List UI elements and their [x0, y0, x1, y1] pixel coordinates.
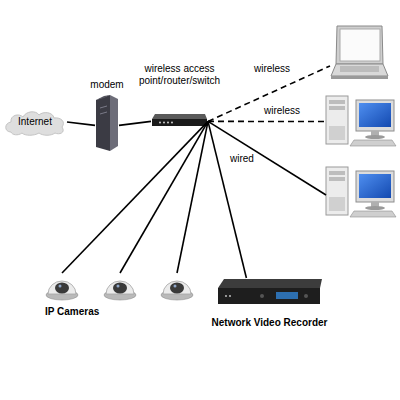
nvr-illustration-part	[218, 288, 320, 304]
camera-illustration	[161, 281, 193, 300]
node-label: Network Video Recorder	[195, 317, 345, 329]
laptop-illustration-part	[340, 66, 379, 72]
network-cable	[67, 122, 95, 125]
network-cable	[208, 121, 246, 278]
nvr-illustration-part	[229, 295, 231, 297]
ip-camera	[104, 273, 136, 300]
wireless-link	[208, 121, 326, 123]
internet-cloud: Internet	[3, 108, 67, 136]
link-label: wireless	[254, 63, 290, 75]
camera-illustration	[104, 281, 136, 300]
desktop-illustration	[326, 167, 396, 217]
nvr-illustration-part	[225, 295, 227, 297]
modem-illustration-part	[96, 95, 110, 100]
node-label: Internet	[3, 116, 67, 128]
desktop-illustration	[326, 96, 396, 146]
laptop-illustration	[331, 26, 388, 79]
laptop-illustration-part	[331, 64, 388, 76]
router-device: wireless access point/router/switch	[151, 113, 208, 127]
network-cable	[120, 121, 208, 273]
router-illustration-part	[167, 122, 169, 124]
nvr-illustration-part	[260, 294, 264, 298]
desktop-computer	[326, 96, 396, 147]
nvr-illustration	[218, 279, 322, 304]
wireless-link	[208, 66, 330, 121]
network-cable	[62, 121, 208, 273]
desktop-computer	[326, 167, 396, 218]
network-cable	[177, 121, 208, 273]
laptop-illustration-part	[340, 29, 380, 61]
laptop-illustration-part	[336, 26, 383, 64]
router-illustration-part	[152, 119, 207, 126]
network-cable	[119, 121, 151, 125]
node-label: modem	[77, 79, 137, 91]
nvr-illustration-part	[276, 292, 298, 299]
nvr-illustration-part	[218, 279, 322, 288]
node-label: wireless access point/router/switch	[130, 63, 230, 87]
link-label: wireless	[264, 105, 300, 117]
router-illustration-part	[171, 122, 173, 124]
modem-illustration-part	[96, 95, 110, 151]
ip-camera	[46, 273, 78, 300]
link-label: wired	[230, 153, 254, 165]
ip-camera	[161, 273, 193, 300]
router-illustration-part	[152, 114, 207, 119]
modem-illustration-part	[100, 112, 107, 114]
modem-illustration-part	[110, 95, 118, 151]
router-illustration-part	[163, 122, 165, 124]
modem-illustration-part	[100, 106, 107, 108]
laptop-computer	[330, 25, 389, 80]
router-illustration	[152, 114, 207, 126]
router-illustration-part	[159, 122, 161, 124]
network-cable	[208, 121, 326, 195]
nvr-illustration-part	[304, 294, 308, 298]
group-label: IP Cameras	[45, 306, 99, 318]
modem-illustration	[96, 95, 118, 151]
modem-device: modem	[95, 94, 119, 151]
camera-illustration	[46, 281, 78, 300]
laptop-illustration-part	[331, 76, 388, 79]
video-recorder: Network Video Recorder	[217, 278, 322, 305]
